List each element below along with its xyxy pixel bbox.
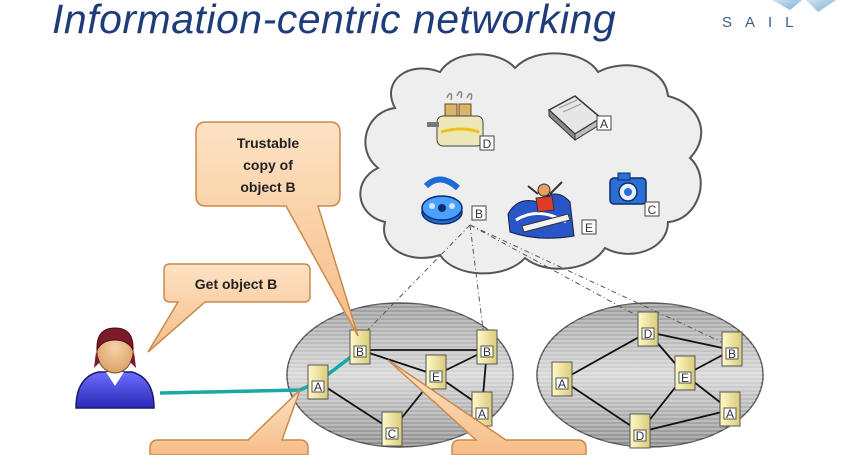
server: B — [476, 329, 498, 365]
logo-text: SAIL — [722, 14, 807, 31]
sail-logo — [772, 0, 836, 12]
server: D — [629, 413, 651, 449]
left-network-servers: B A E B A C — [307, 329, 498, 447]
get-object-callout: Get object B — [147, 263, 311, 353]
content-cloud — [359, 52, 702, 275]
callout-line-3: object B — [240, 179, 295, 195]
server: B — [721, 331, 743, 367]
server-tag: A — [478, 407, 486, 421]
server: B — [349, 329, 371, 365]
film-reel-icon — [421, 176, 463, 225]
server-tag: D — [636, 429, 645, 443]
server-tag: B — [483, 345, 491, 359]
server-tag: A — [726, 407, 734, 421]
server-tag: D — [644, 327, 653, 341]
trustable-copy-callout: Trustable copy of object B — [195, 121, 359, 337]
slide-title: Information-centric networking — [52, 0, 617, 42]
object-tag: B — [475, 207, 483, 221]
server: A — [307, 364, 329, 400]
server: A — [551, 361, 573, 397]
right-network-servers: D A E B A D — [551, 311, 743, 449]
user-avatar — [75, 327, 155, 409]
server: D — [637, 311, 659, 347]
server-tag: E — [681, 371, 689, 385]
server-tag: B — [728, 347, 736, 361]
resolution-links — [357, 224, 729, 346]
server-tag: B — [356, 345, 364, 359]
server: C — [381, 411, 403, 447]
surfer-icon — [507, 181, 575, 239]
bottom-callout-right — [387, 359, 587, 455]
server-tag: A — [558, 377, 566, 391]
toaster-icon — [427, 91, 484, 147]
object-tag: E — [585, 221, 593, 235]
callout-line-1: Trustable — [237, 135, 299, 151]
book-icon — [547, 95, 603, 142]
camera-icon — [609, 172, 647, 205]
server-tag: C — [388, 427, 397, 441]
server: E — [674, 355, 696, 391]
object-tag: D — [483, 137, 492, 151]
callout-line-2: copy of — [243, 157, 293, 173]
server: E — [425, 354, 447, 390]
object-tag: C — [648, 203, 657, 217]
server-tag: E — [432, 370, 440, 384]
get-object-label: Get object B — [195, 276, 277, 292]
server-tag: A — [314, 380, 322, 394]
bottom-callout-left — [149, 389, 309, 455]
server: A — [719, 391, 741, 427]
object-tag: A — [600, 117, 608, 131]
